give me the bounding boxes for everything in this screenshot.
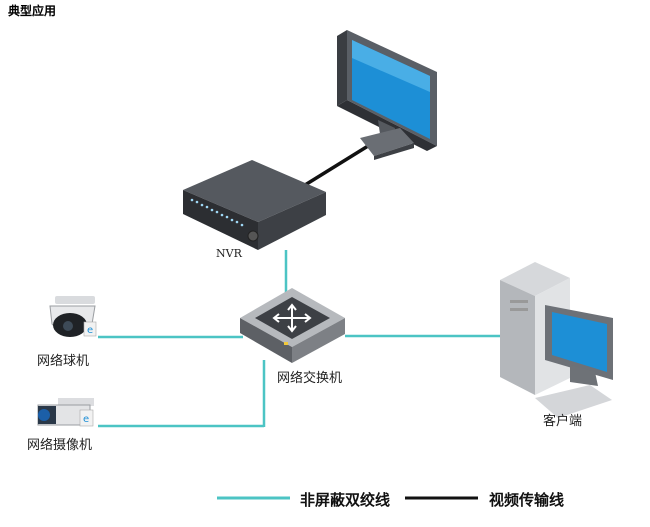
switch-icon <box>240 288 345 363</box>
svg-text:e: e <box>83 414 89 425</box>
page-title: 典型应用 <box>8 4 57 18</box>
legend-video-label: 视频传输线 <box>489 491 565 509</box>
svg-text:e: e <box>87 325 93 336</box>
nvr-icon <box>183 160 326 250</box>
nvr-label: NVR <box>216 247 242 260</box>
monitor-icon <box>337 30 437 160</box>
box-camera-icon: e <box>37 398 94 427</box>
client-label: 客户端 <box>543 414 583 429</box>
switch-label: 网络交换机 <box>277 371 343 386</box>
legend-utp-label: 非屏蔽双绞线 <box>300 491 391 509</box>
dome-camera-label: 网络球机 <box>37 354 90 369</box>
utp-connections <box>98 250 500 428</box>
box-camera-label: 网络摄像机 <box>27 438 93 453</box>
nvr-monitor-line <box>304 144 369 187</box>
dome-camera-icon: e <box>49 296 97 337</box>
client-pc-icon <box>500 262 613 418</box>
